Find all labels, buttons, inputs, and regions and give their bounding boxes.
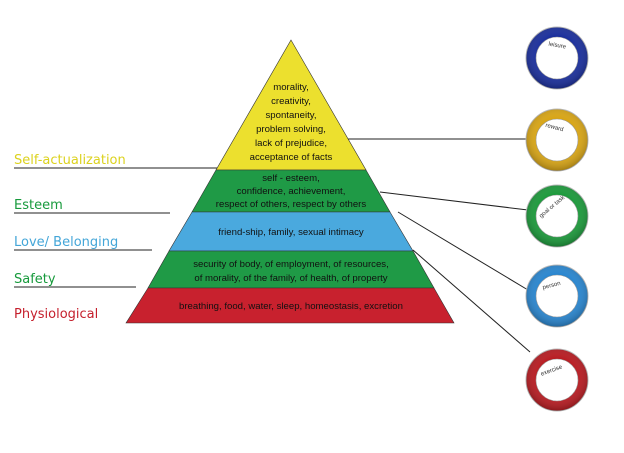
rings: leisure reward goal or task person exerc…: [525, 26, 589, 412]
self-actualization-line-3: spontaneity,: [265, 110, 316, 121]
love-belonging-line-1: friend-ship, family, sexual intimacy: [218, 227, 364, 238]
ring-goal-or-task: goal or task: [525, 184, 589, 248]
self-actualization-line-5: lack of prejudice,: [255, 138, 327, 149]
level-name-safety: Safety: [14, 272, 56, 287]
esteem-line-3: respect of others, respect by others: [216, 199, 367, 210]
ring-reward: reward: [525, 108, 589, 172]
connector-line-person: [397, 211, 529, 291]
level-names: Self-actualization Esteem Love/ Belongin…: [14, 153, 126, 322]
pyramid-band-physiological: [125, 287, 455, 324]
ring-leisure: leisure: [525, 26, 589, 90]
safety-line-1: security of body, of employment, of reso…: [193, 259, 389, 270]
esteem-line-2: confidence, achievement,: [237, 186, 346, 197]
pyramid: [125, 39, 455, 324]
ring-label-reward: reward: [545, 123, 564, 134]
level-name-love-belonging: Love/ Belonging: [14, 235, 118, 250]
self-actualization-line-6: acceptance of facts: [250, 152, 333, 163]
connector-lines: [332, 138, 531, 353]
level-name-physiological: Physiological: [14, 307, 98, 322]
ring-label-person: person: [542, 281, 561, 292]
pyramid-texts: morality, creativity, spontaneity, probl…: [179, 82, 403, 312]
self-actualization-line-2: creativity,: [271, 96, 311, 107]
safety-line-2: of morality, of the family, of health, o…: [194, 273, 387, 284]
ring-label-leisure: leisure: [548, 42, 567, 51]
ring-person: person: [525, 264, 589, 328]
connector-line-goal: [379, 191, 529, 211]
self-actualization-line-1: morality,: [273, 82, 309, 93]
ring-exercise: exercise: [525, 348, 589, 412]
physiological-line-1: breathing, food, water, sleep, homeostas…: [179, 301, 403, 312]
level-guide-lines: [14, 167, 246, 288]
self-actualization-line-4: problem solving,: [256, 124, 326, 135]
level-name-esteem: Esteem: [14, 198, 63, 213]
esteem-line-1: self - esteem,: [262, 173, 320, 184]
level-name-self-actualization: Self-actualization: [14, 153, 126, 168]
connector-line-exercise: [412, 249, 531, 353]
